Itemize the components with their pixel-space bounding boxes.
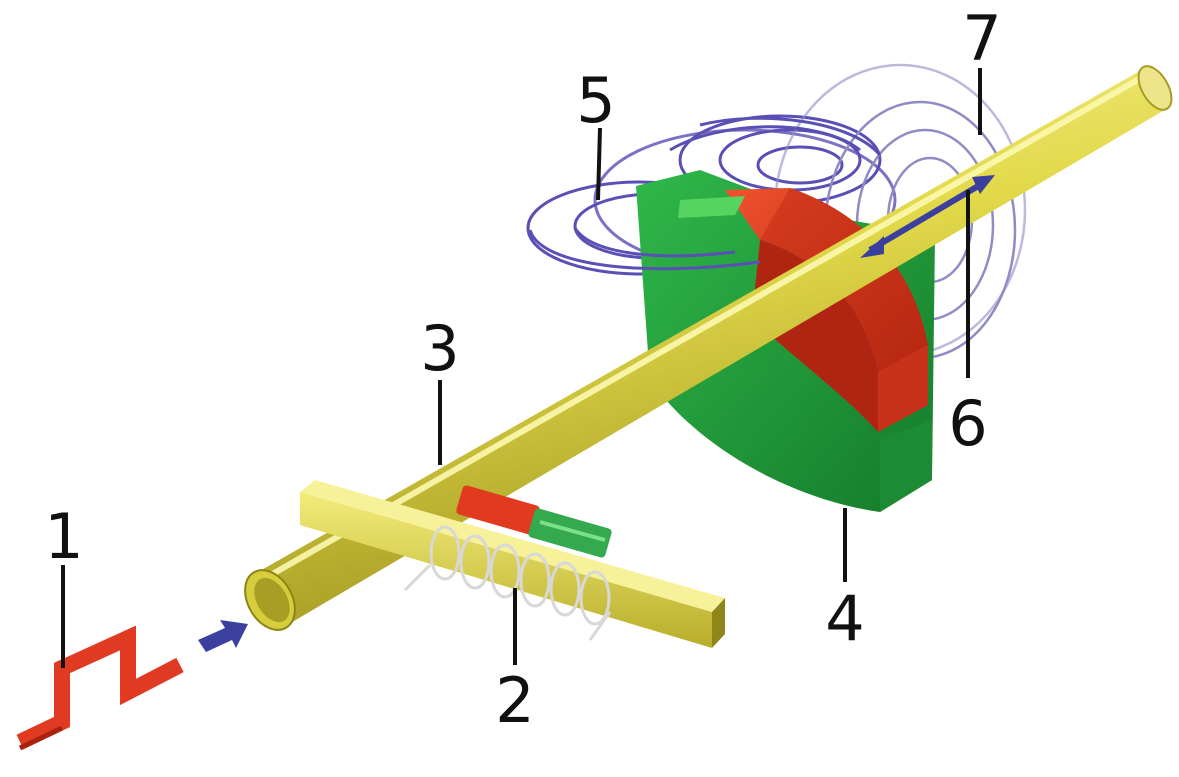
coil-windings <box>403 525 612 641</box>
field-ring <box>756 145 844 185</box>
coil-turn <box>429 525 461 581</box>
number-labels: 1 2 3 4 5 6 7 <box>44 2 1001 737</box>
strain-wave-arrow <box>860 175 995 258</box>
coil-turn <box>459 534 491 590</box>
label-6: 6 <box>948 387 987 460</box>
pulse-direction-arrow <box>198 620 248 652</box>
coil-turn <box>519 552 551 608</box>
bar-top <box>300 480 725 612</box>
field-ring-front <box>699 116 882 156</box>
label-4: 4 <box>825 582 864 655</box>
pulse-waveform <box>16 625 184 750</box>
arrow-head-right <box>972 175 995 194</box>
magnet-green-top-highlight <box>678 196 745 218</box>
pickup-red-magnet <box>456 485 540 535</box>
label-2: 2 <box>495 664 534 737</box>
current-pulse <box>16 625 184 751</box>
pickup-green-magnet <box>528 508 612 558</box>
label-3: 3 <box>420 312 459 385</box>
bar-end <box>712 598 725 648</box>
magnet-green-side <box>880 420 932 512</box>
pickup-coil-assembly <box>300 480 725 648</box>
coil-turn <box>489 543 521 599</box>
coil-lead <box>588 611 612 641</box>
label-5: 5 <box>576 64 615 137</box>
field-lines-over-tube <box>669 116 882 156</box>
arrow-icon <box>198 620 248 652</box>
tube-highlight <box>260 71 1150 583</box>
pulse-shadow <box>18 725 64 751</box>
tube-end-far <box>1137 65 1173 111</box>
waveguide-tube <box>244 65 1173 631</box>
green-magnet-highlight <box>539 520 606 542</box>
arrow-head-left <box>860 236 884 258</box>
field-ring-front <box>528 229 761 271</box>
coil-turn <box>549 561 581 617</box>
label-7: 7 <box>962 2 1001 75</box>
field-ring-front <box>573 227 736 258</box>
field-ring-front <box>669 125 861 152</box>
magnet-red-side <box>878 345 928 432</box>
leader-lines <box>61 68 982 668</box>
coil-turn <box>579 570 611 626</box>
tube-opening <box>254 577 290 623</box>
field-lines-front <box>528 227 761 271</box>
label-1: 1 <box>44 500 83 573</box>
arrow-shaft <box>868 179 987 253</box>
leader-5 <box>596 127 602 201</box>
coil-lead <box>403 563 432 592</box>
